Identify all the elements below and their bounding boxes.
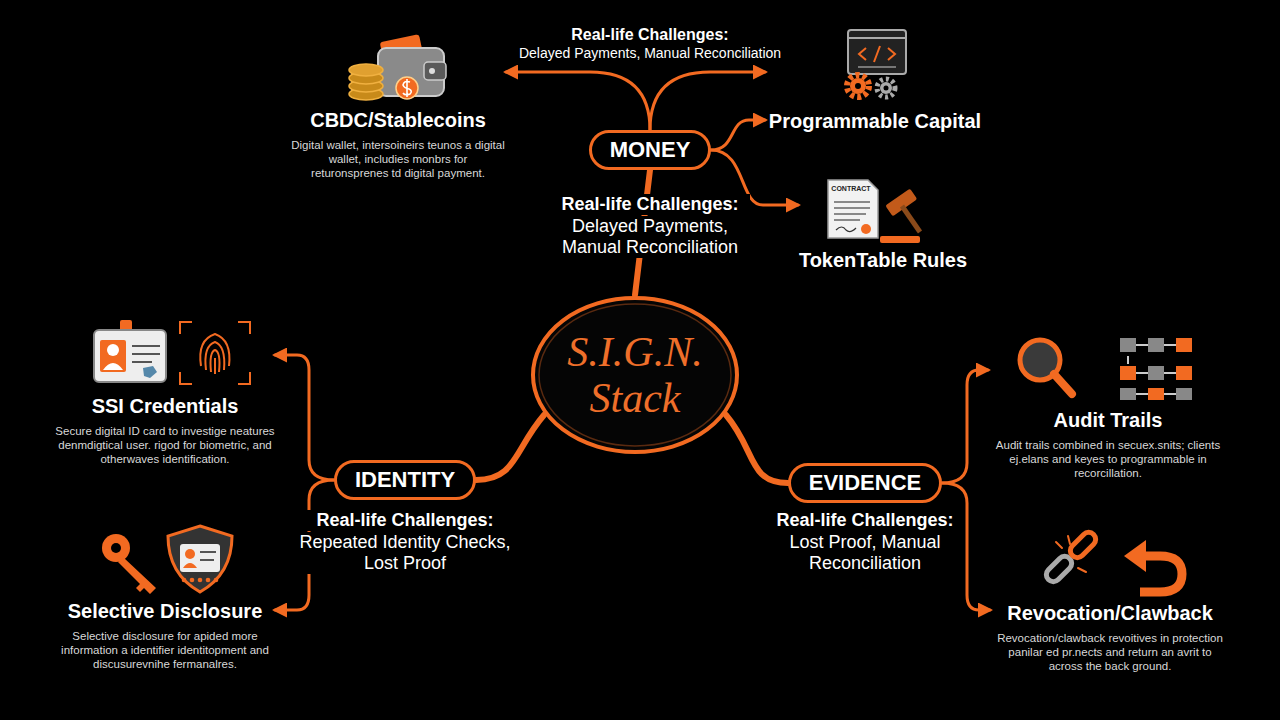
wallet-icon — [349, 34, 446, 100]
item-description: Audit trails combined in secuex.snits; c… — [988, 438, 1228, 480]
connector — [726, 415, 788, 483]
connector — [942, 370, 988, 483]
broken-chain-icon — [1043, 529, 1098, 584]
challenge-text: Real-life Challenges: — [765, 510, 965, 531]
challenge-text: Real-life Challenges: — [290, 510, 520, 531]
node-text: EVIDENCE — [809, 470, 921, 496]
magnifier-icon — [1020, 340, 1072, 394]
fingerprint-icon — [180, 322, 250, 384]
item-title: Programmable Capital — [765, 109, 985, 133]
connector — [275, 355, 334, 480]
challenge-text: Repeated Identity Checks, Lost Proof — [290, 532, 520, 574]
node-text: IDENTITY — [355, 467, 455, 493]
undo-arrow-icon — [1124, 540, 1182, 592]
branch-pill: EVIDENCE — [788, 463, 942, 503]
connector — [711, 120, 765, 150]
item-title: Revocation/Clawback — [990, 601, 1230, 625]
blockchain-icon — [1120, 338, 1192, 400]
leaf-item: Selective DisclosureSelective disclosure… — [55, 525, 275, 671]
item-description: Revocation/clawback revoitives in protec… — [990, 631, 1230, 673]
node-text: S.I.G.N. Stack — [550, 329, 720, 421]
challenge-text: Delayed Payments, Manual Reconciliation — [555, 216, 745, 258]
leaf-item: Revocation/ClawbackRevocation/clawback r… — [990, 525, 1230, 673]
item-title: SSI Credentials — [55, 394, 275, 418]
leaf-item: TokenTable Rules — [798, 172, 968, 272]
item-title: TokenTable Rules — [798, 248, 968, 272]
item-title: CBDC/Stablecoins — [291, 108, 506, 132]
item-description: Secure digital ID card to investige neat… — [55, 424, 275, 466]
key-icon — [102, 534, 156, 594]
item-description: Selective disclosure for apided more inf… — [55, 629, 275, 671]
item-title: Selective Disclosure — [55, 599, 275, 623]
challenge-text: Lost Proof, Manual Reconciliation — [770, 532, 960, 574]
leaf-item: Audit TrailsAudit trails combined in sec… — [988, 330, 1228, 480]
id-card-icon — [94, 320, 166, 382]
central-ellipse: S.I.G.N. Stack — [530, 295, 740, 455]
contract-gavel-icon — [828, 180, 920, 243]
node-text: MONEY — [610, 137, 691, 163]
code-gear-icon — [847, 30, 906, 97]
leaf-item: SSI CredentialsSecure digital ID card to… — [55, 318, 275, 466]
item-description: Digital wallet, intersoineirs teunos a d… — [291, 138, 506, 180]
challenge-text: Delayed Payments, Manual Reconciliation — [470, 45, 830, 62]
shield-icon — [168, 526, 232, 592]
challenge-text: Real-life Challenges: — [470, 25, 830, 44]
branch-pill: MONEY — [589, 130, 712, 170]
connector — [506, 72, 650, 130]
stamp-text: CONTRACT — [829, 185, 873, 193]
connector — [476, 415, 544, 480]
challenge-text: Real-life Challenges: — [550, 194, 750, 215]
item-title: Audit Trails — [988, 408, 1228, 432]
branch-pill: IDENTITY — [334, 460, 476, 500]
